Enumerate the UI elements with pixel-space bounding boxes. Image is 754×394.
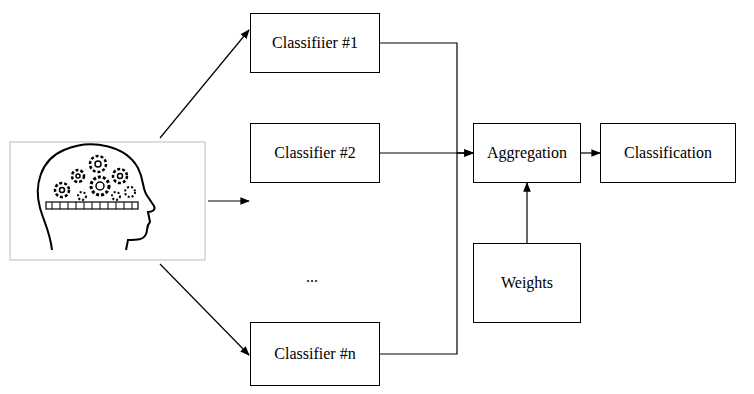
node-label: Classifier #2 (274, 144, 355, 162)
head-profile (38, 144, 155, 250)
illustration-frame (10, 142, 205, 260)
classifier-box: Classifiier #1 (250, 13, 380, 73)
ellipsis-label: ... (306, 268, 318, 286)
flow-arrow (581, 152, 600, 153)
flow-arrow (380, 153, 473, 354)
weights-box: Weights (473, 243, 581, 323)
flow-arrow (380, 43, 473, 153)
classifier-box: Classifier #2 (250, 123, 380, 183)
input-arrows (160, 30, 249, 355)
classifier-box: Classifier #n (250, 322, 380, 386)
classification-box: Classification (600, 123, 736, 183)
node-label: Classifier #n (274, 345, 355, 363)
node-label: Aggregation (487, 144, 567, 162)
node-label: Weights (501, 274, 553, 292)
aggregation-box: Aggregation (473, 123, 581, 183)
node-label: Classification (624, 144, 712, 162)
node-label: Classifiier #1 (272, 34, 358, 52)
gears (46, 156, 138, 209)
flow-arrow (526, 183, 527, 243)
